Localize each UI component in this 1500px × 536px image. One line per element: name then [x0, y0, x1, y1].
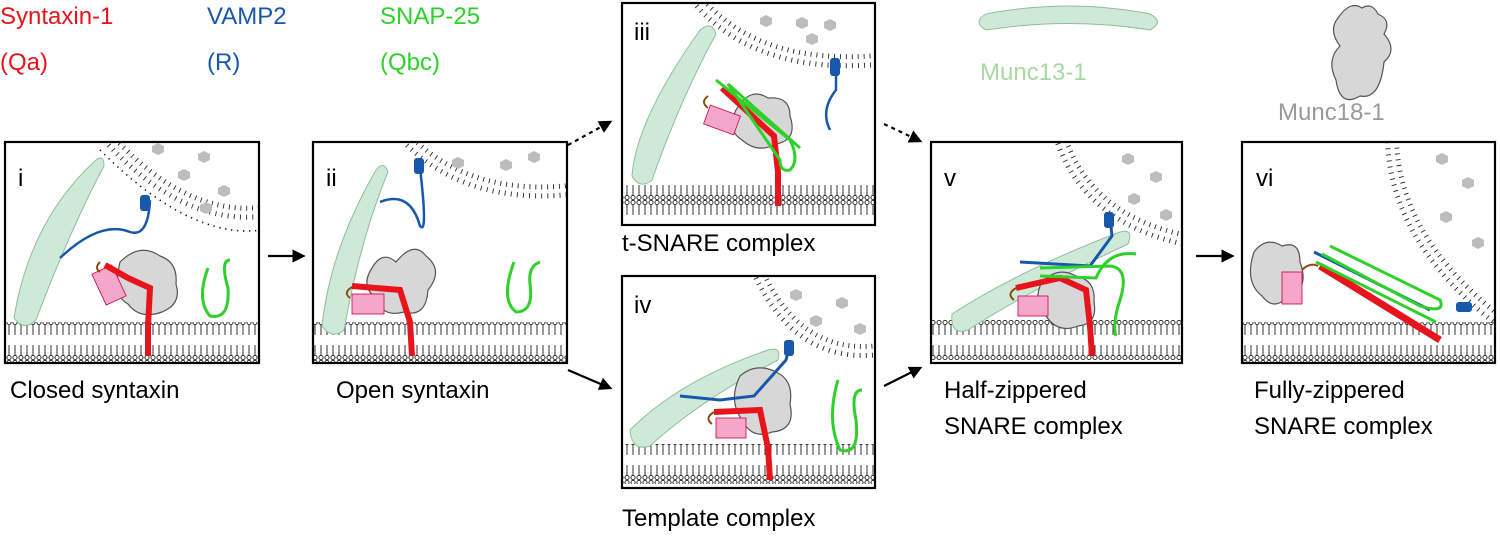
legend-munc18-label: Munc18-1 — [1278, 99, 1385, 126]
panel-iv-caption: Template complex — [622, 505, 815, 532]
panel-iii-caption: t-SNARE complex — [622, 230, 815, 257]
panel-vi: vi Fully-zippered SNARE complex — [1240, 140, 1497, 440]
panel-v-caption-line2: SNARE complex — [944, 413, 1123, 440]
panel-i-caption: Closed syntaxin — [10, 377, 179, 404]
panel-vi-caption-line1: Fully-zippered — [1254, 377, 1405, 404]
panel-v-id: v — [944, 165, 956, 192]
legend-vamp-name: VAMP2 — [207, 3, 287, 30]
legend-munc13-label: Munc13-1 — [980, 59, 1087, 86]
panel-iii-id: iii — [634, 19, 650, 46]
legend-syntaxin-sub: (Qa) — [0, 49, 48, 76]
panel-ii: ii Open syntaxin — [311, 140, 569, 404]
munc18-legend-shape — [1331, 5, 1392, 101]
legend: Syntaxin-1 (Qa) VAMP2 (R) SNAP-25 (Qbc) … — [0, 3, 1392, 126]
panel-ii-caption: Open syntaxin — [336, 377, 489, 404]
panel-ii-id: ii — [326, 165, 337, 192]
arrow-iv-to-v — [883, 366, 923, 387]
panel-iv: iv Template complex — [620, 274, 877, 532]
legend-snap-name: SNAP-25 — [380, 3, 480, 30]
arrow-iii-to-v-dotted — [883, 123, 923, 143]
legend-snap-sub: (Qbc) — [380, 49, 440, 76]
panel-i: i Closed syntaxin — [3, 140, 261, 404]
panel-vi-caption-line2: SNARE complex — [1254, 413, 1433, 440]
arrow-ii-to-iv — [567, 368, 613, 390]
panel-v: v Half-zippered SNARE complex — [929, 140, 1184, 440]
legend-syntaxin-name: Syntaxin-1 — [0, 3, 113, 30]
panel-iii: iii t-SNARE complex — [620, 1, 877, 257]
arrow-ii-to-iii-dotted — [567, 120, 613, 146]
transition-arrows — [268, 120, 1235, 390]
munc13-legend-shape — [978, 5, 1158, 31]
panel-vi-id: vi — [1256, 165, 1273, 192]
panel-v-caption-line1: Half-zippered — [944, 377, 1087, 404]
panel-iv-id: iv — [634, 292, 651, 319]
legend-vamp-sub: (R) — [207, 49, 240, 76]
panel-i-id: i — [18, 165, 23, 192]
